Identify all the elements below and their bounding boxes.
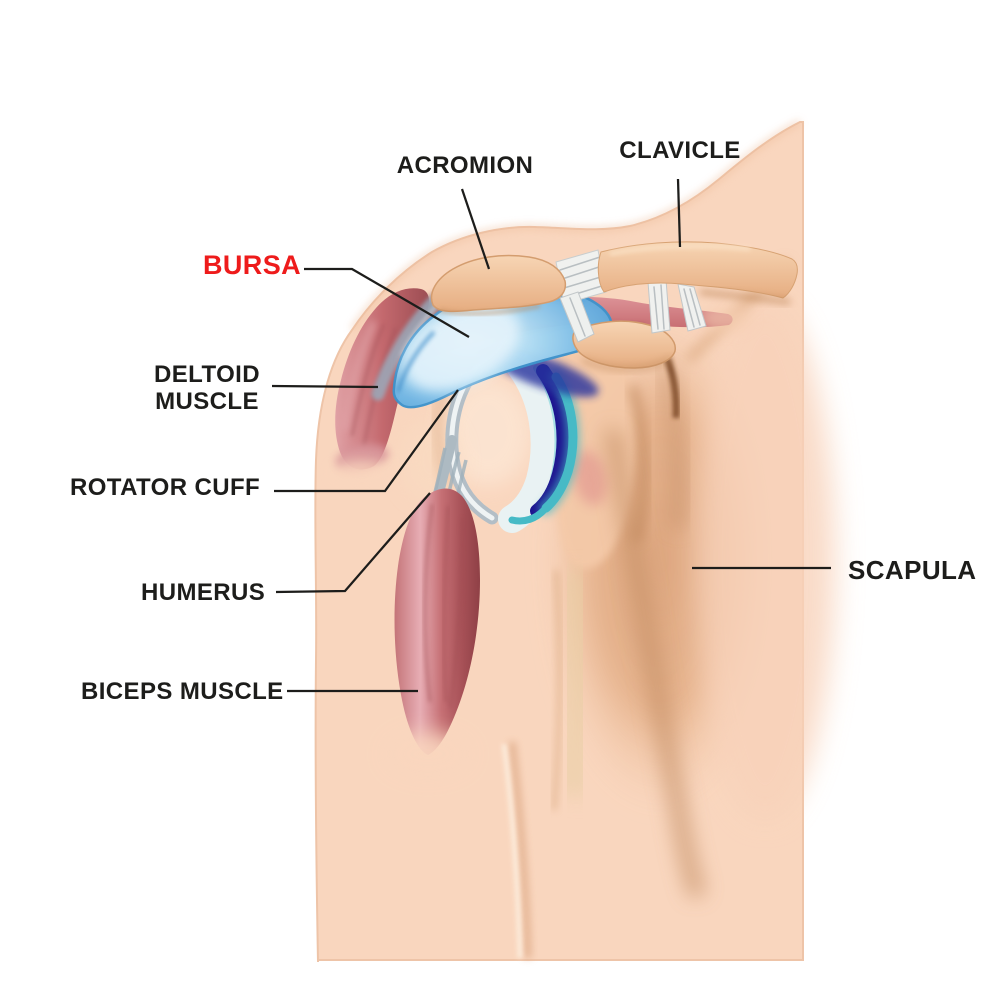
clavicle-body xyxy=(597,241,798,299)
bursa-leader-line xyxy=(304,267,470,338)
coracoid-shadow xyxy=(581,355,674,372)
ac-fiber-3 xyxy=(563,275,605,289)
armpit-highlight xyxy=(501,743,523,959)
ca-fiber xyxy=(569,297,586,337)
label-deltoid-line2: MUSCLE xyxy=(155,388,259,415)
acromion-under-shadow xyxy=(439,304,541,316)
coracoclavicular-ligament-a xyxy=(647,279,671,334)
humerus-shaft-edge xyxy=(551,569,563,811)
cc-a-fiber-2 xyxy=(660,284,665,330)
acromion-body xyxy=(430,254,567,313)
label-biceps-muscle: BICEPS MUSCLE xyxy=(81,678,284,705)
clavicle-top-highlight xyxy=(609,244,751,256)
biceps-striation-1 xyxy=(423,503,434,703)
clavicle-under-shadow xyxy=(699,289,791,305)
biceps-striation-3 xyxy=(448,517,464,709)
cc-a-fiber-1 xyxy=(653,286,659,330)
ac-fiber-2 xyxy=(561,265,603,280)
glenoid-teal-rim xyxy=(541,372,578,513)
deltoid-highlight xyxy=(341,320,377,431)
cartilage-bottom-wrap xyxy=(508,505,549,525)
clavicle-shape xyxy=(597,241,798,305)
label-deltoid-line1: DELTOID xyxy=(154,361,260,388)
label-rotator-cuff: ROTATOR CUFF xyxy=(70,474,261,501)
deltoid-leader-line xyxy=(271,384,379,389)
bursa-inner-highlight xyxy=(404,305,520,391)
scapula-medial-highlight xyxy=(695,300,835,820)
label-acromion: ACROMION xyxy=(396,152,534,179)
coracoid-process-shape xyxy=(572,320,676,372)
biceps-body xyxy=(394,488,480,755)
infraspinatus-glow xyxy=(573,450,607,506)
acromion-shape xyxy=(430,254,567,316)
rotator-cuff-leader-line xyxy=(274,389,459,493)
cc-b-fiber-1 xyxy=(683,288,695,328)
biceps-muscle-shape xyxy=(386,435,480,776)
lateral-border-shadow xyxy=(604,428,706,899)
biceps-striation-2 xyxy=(442,505,450,703)
leader-lines xyxy=(271,178,831,693)
biceps-bottom-fade xyxy=(386,732,470,776)
crease-soft-shadow xyxy=(660,366,686,529)
humerus-leader-line xyxy=(275,492,431,594)
humerus-shaft-bone xyxy=(553,570,597,799)
label-humerus: HUMERUS xyxy=(141,579,266,606)
cartilage-white-band xyxy=(498,352,559,533)
shoulder-top-shading xyxy=(349,119,802,332)
deltoid-striation-1 xyxy=(350,323,386,437)
bursa-left-rim xyxy=(396,330,436,393)
deltoid-end-fade xyxy=(332,460,392,484)
armpit-fold xyxy=(508,741,532,959)
clavicle-leader-line xyxy=(676,178,682,248)
label-bursa: BURSA xyxy=(203,250,302,280)
label-clavicle: CLAVICLE xyxy=(619,137,741,164)
label-scapula: SCAPULA xyxy=(848,555,977,585)
label-deltoid-muscle: DELTOID MUSCLE xyxy=(146,361,268,415)
acromion-leader-line xyxy=(460,188,491,270)
ligaments xyxy=(555,249,707,343)
humeral-head-highlight xyxy=(444,378,532,486)
neck-shadow xyxy=(627,384,649,544)
cc-b-fiber-2 xyxy=(689,288,701,326)
supraspinatus-tip-fade xyxy=(700,305,752,333)
ac-fiber-1 xyxy=(559,256,601,271)
